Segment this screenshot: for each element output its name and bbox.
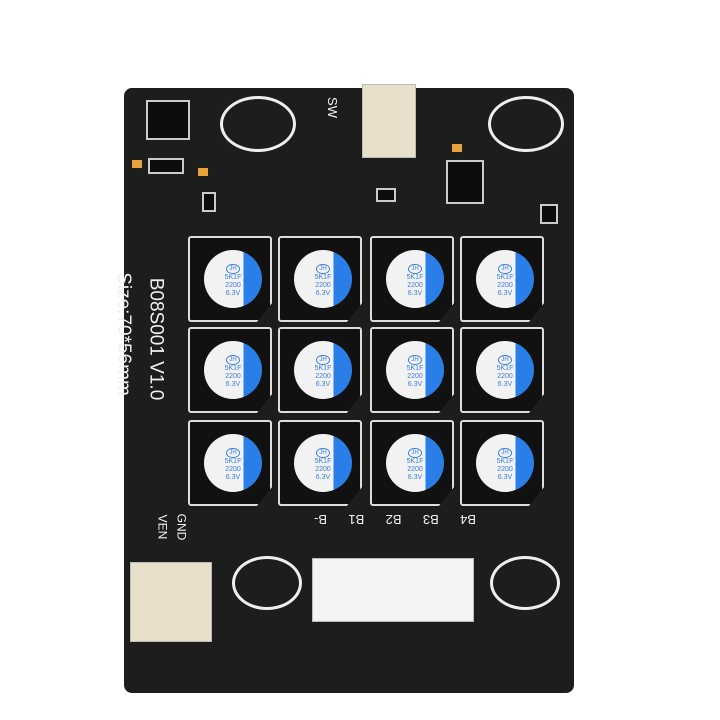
- board-title: B08S001 V1.0: [145, 277, 167, 401]
- smd-component: [132, 160, 142, 168]
- board-size: Size:70*56mm: [112, 272, 134, 396]
- mounting-hole: [488, 96, 564, 152]
- resistor: [540, 204, 558, 224]
- smd-component: [452, 144, 462, 152]
- power-connector: [130, 562, 212, 642]
- b4-label: B4: [460, 512, 476, 527]
- pcb-board: SW B08S001 V1.0 Size:70*56mm GND VEN B4 …: [113, 84, 574, 693]
- diode: [148, 158, 184, 174]
- mounting-hole: [220, 96, 296, 152]
- smd-component: [198, 168, 208, 176]
- b1-label: B1: [348, 512, 365, 527]
- gnd-label: GND: [174, 513, 189, 541]
- sw-connector: [362, 84, 416, 158]
- mounting-hole: [232, 556, 302, 610]
- resistor: [376, 188, 396, 202]
- bminus-label: B-: [314, 512, 327, 527]
- ven-label: VEN: [155, 514, 170, 540]
- b2-label: B2: [385, 512, 402, 527]
- resistor: [202, 192, 216, 212]
- battery-labels: B4 B3 B2 B1 B-: [314, 512, 476, 527]
- balance-connector: [312, 558, 474, 622]
- sw-label: SW: [324, 97, 340, 118]
- ic-chip: [446, 160, 484, 204]
- b3-label: B3: [422, 512, 439, 527]
- ic-chip: [146, 100, 190, 140]
- mounting-hole: [490, 556, 560, 610]
